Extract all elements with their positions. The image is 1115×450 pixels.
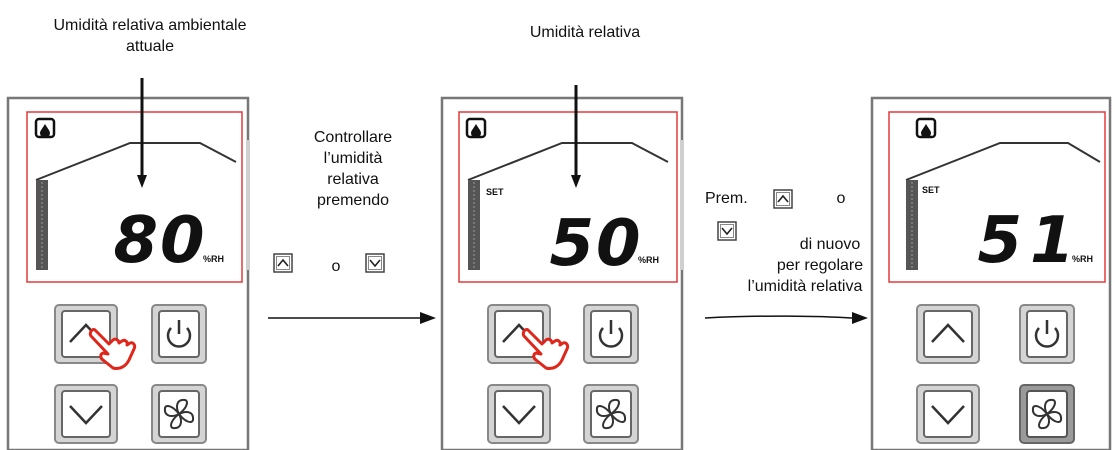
chevron-up-icon <box>931 323 965 343</box>
house-outline-icon <box>467 142 669 270</box>
power-icon <box>1034 320 1060 348</box>
droplet-icon <box>465 117 487 139</box>
unit-label: %RH <box>203 254 224 264</box>
humidity-setpoint: 50 <box>549 207 642 281</box>
step2-line-2: per regolare <box>776 257 864 274</box>
fan-button[interactable] <box>1019 384 1075 444</box>
fan-icon <box>595 398 627 430</box>
current-humidity-label-line1: Umidità relativa ambientale <box>53 17 247 34</box>
set-label: SET <box>922 185 940 195</box>
droplet-icon <box>34 117 56 139</box>
house-outline-icon <box>905 142 1101 270</box>
chevron-down-icon <box>502 405 536 425</box>
set-label: SET <box>486 187 504 197</box>
step2-instructions: di nuovo per regolare l’umidità relativa <box>725 234 885 297</box>
step1-or-text: o <box>331 258 341 275</box>
fan-icon <box>1031 398 1063 430</box>
step1-line-2: l’umidità <box>323 150 383 167</box>
unit-label: %RH <box>638 255 659 265</box>
pointer-arrowhead-2 <box>571 175 581 188</box>
house-outline-icon <box>35 142 237 270</box>
down-button[interactable] <box>487 384 551 444</box>
unit-label: %RH <box>1072 254 1093 264</box>
pointer-arrowhead-1 <box>137 175 147 188</box>
flow-arrowhead-2 <box>852 312 868 324</box>
step1-line-3: relativa <box>327 171 379 188</box>
step2-line-1: di nuovo <box>799 236 861 253</box>
humidity-reading: 80 <box>113 204 206 278</box>
power-icon <box>598 320 624 348</box>
down-button[interactable] <box>54 384 118 444</box>
up-key-icon <box>273 253 293 273</box>
droplet-icon <box>915 117 937 139</box>
chevron-down-icon <box>69 405 103 425</box>
chevron-down-icon <box>931 405 965 425</box>
power-icon <box>166 320 192 348</box>
fan-icon <box>163 398 195 430</box>
step1-line-1: Controllare <box>313 129 393 146</box>
step2-line-3: l’umidità relativa <box>747 278 863 295</box>
flow-arrowhead-1 <box>420 312 436 324</box>
down-key-icon <box>365 253 385 273</box>
power-button[interactable] <box>1019 304 1075 364</box>
humidity-setpoint: 51 <box>977 204 1082 278</box>
power-button[interactable] <box>583 304 639 364</box>
down-key-icon <box>717 221 737 241</box>
up-key-icon <box>773 189 793 209</box>
step2-prem-text: Prem. <box>705 190 748 207</box>
fan-button[interactable] <box>151 384 207 444</box>
relative-humidity-label: Umidità relativa <box>529 24 641 41</box>
down-button[interactable] <box>916 384 980 444</box>
current-humidity-label-line2: attuale <box>125 38 175 55</box>
step1-line-4: premendo <box>316 192 390 209</box>
up-button[interactable] <box>916 304 980 364</box>
power-button[interactable] <box>151 304 207 364</box>
step2-or-text: o <box>836 190 846 207</box>
controller-panel-1: 80 %RH <box>6 96 250 450</box>
controller-panel-3: SET 51 %RH <box>870 96 1112 450</box>
fan-button[interactable] <box>583 384 639 444</box>
flow-arrow-2 <box>704 315 853 319</box>
step1-instructions: Controllare l’umidità relativa premendo <box>278 127 428 211</box>
current-humidity-label: Umidità relativa ambientale attuale <box>30 15 270 57</box>
controller-panel-2: SET 50 %RH <box>440 96 684 450</box>
